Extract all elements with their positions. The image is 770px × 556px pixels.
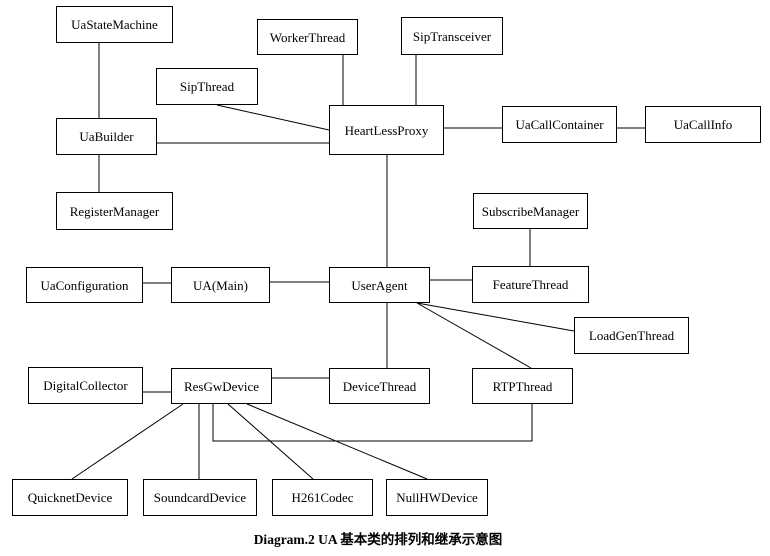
node-label-feature-thread: FeatureThread xyxy=(492,277,569,292)
node-label-ua-state-machine: UaStateMachine xyxy=(71,17,158,32)
node-sip-transceiver: SipTransceiver xyxy=(401,17,503,55)
node-ua-call-info: UaCallInfo xyxy=(645,106,761,143)
node-subscribe-manager: SubscribeManager xyxy=(473,193,588,229)
node-ua-call-container: UaCallContainer xyxy=(502,106,617,143)
node-label-sip-thread: SipThread xyxy=(179,79,235,94)
node-label-rtp-thread: RTPThread xyxy=(492,378,553,394)
node-res-gw-device: ResGwDevice xyxy=(171,368,272,404)
node-ua-builder: UaBuilder xyxy=(56,118,157,155)
node-label-ua-call-container: UaCallContainer xyxy=(515,117,604,132)
node-label-worker-thread: WorkerThread xyxy=(269,29,346,45)
node-label-register-manager: RegisterManager xyxy=(69,203,160,219)
edge-user-agent--load-gen-thread xyxy=(416,302,575,332)
node-label-quicknet-device: QuicknetDevice xyxy=(27,490,113,505)
node-label-digital-collector: DigitalCollector xyxy=(43,378,128,393)
node-sip-thread: SipThread xyxy=(156,68,258,105)
node-label-ua-main: UA(Main) xyxy=(193,277,248,293)
node-label-user-agent: UserAgent xyxy=(351,277,408,293)
node-digital-collector: DigitalCollector xyxy=(28,367,143,404)
node-rtp-thread: RTPThread xyxy=(472,368,573,404)
node-label-device-thread: DeviceThread xyxy=(342,378,417,394)
node-label-soundcard-device: SoundcardDevice xyxy=(153,490,247,505)
node-label-h261-codec: H261Codec xyxy=(291,490,354,505)
node-heart-less-proxy: HeartLessProxy xyxy=(329,105,444,155)
node-label-ua-builder: UaBuilder xyxy=(79,129,134,144)
edge-user-agent--rtp-thread xyxy=(416,302,532,369)
node-register-manager: RegisterManager xyxy=(56,192,173,230)
node-label-subscribe-manager: SubscribeManager xyxy=(481,203,580,219)
node-label-ua-configuration: UaConfiguration xyxy=(40,277,129,293)
node-worker-thread: WorkerThread xyxy=(257,19,358,55)
node-device-thread: DeviceThread xyxy=(329,368,430,404)
node-label-sip-transceiver: SipTransceiver xyxy=(412,28,492,44)
edge-res-gw-device--rtp-thread xyxy=(212,404,533,442)
node-soundcard-device: SoundcardDevice xyxy=(143,479,257,516)
edge-sip-thread--heart-less-proxy xyxy=(216,104,330,131)
diagram-caption: Diagram.2 UA 基本类的排列和继承示意图 xyxy=(253,532,503,547)
node-feature-thread: FeatureThread xyxy=(472,266,589,303)
node-ua-state-machine: UaStateMachine xyxy=(56,6,173,43)
node-null-hw-device: NullHWDevice xyxy=(386,479,488,516)
node-label-res-gw-device: ResGwDevice xyxy=(183,378,260,394)
node-label-load-gen-thread: LoadGenThread xyxy=(588,328,675,343)
edge-res-gw-device--quicknet-device xyxy=(71,403,184,480)
node-load-gen-thread: LoadGenThread xyxy=(574,317,689,354)
node-user-agent: UserAgent xyxy=(329,267,430,303)
node-label-heart-less-proxy: HeartLessProxy xyxy=(344,122,429,138)
node-label-null-hw-device: NullHWDevice xyxy=(396,490,478,505)
node-h261-codec: H261Codec xyxy=(272,479,373,516)
node-quicknet-device: QuicknetDevice xyxy=(12,479,128,516)
node-ua-main: UA(Main) xyxy=(171,267,270,303)
node-label-ua-call-info: UaCallInfo xyxy=(673,117,733,132)
node-ua-configuration: UaConfiguration xyxy=(26,267,143,303)
